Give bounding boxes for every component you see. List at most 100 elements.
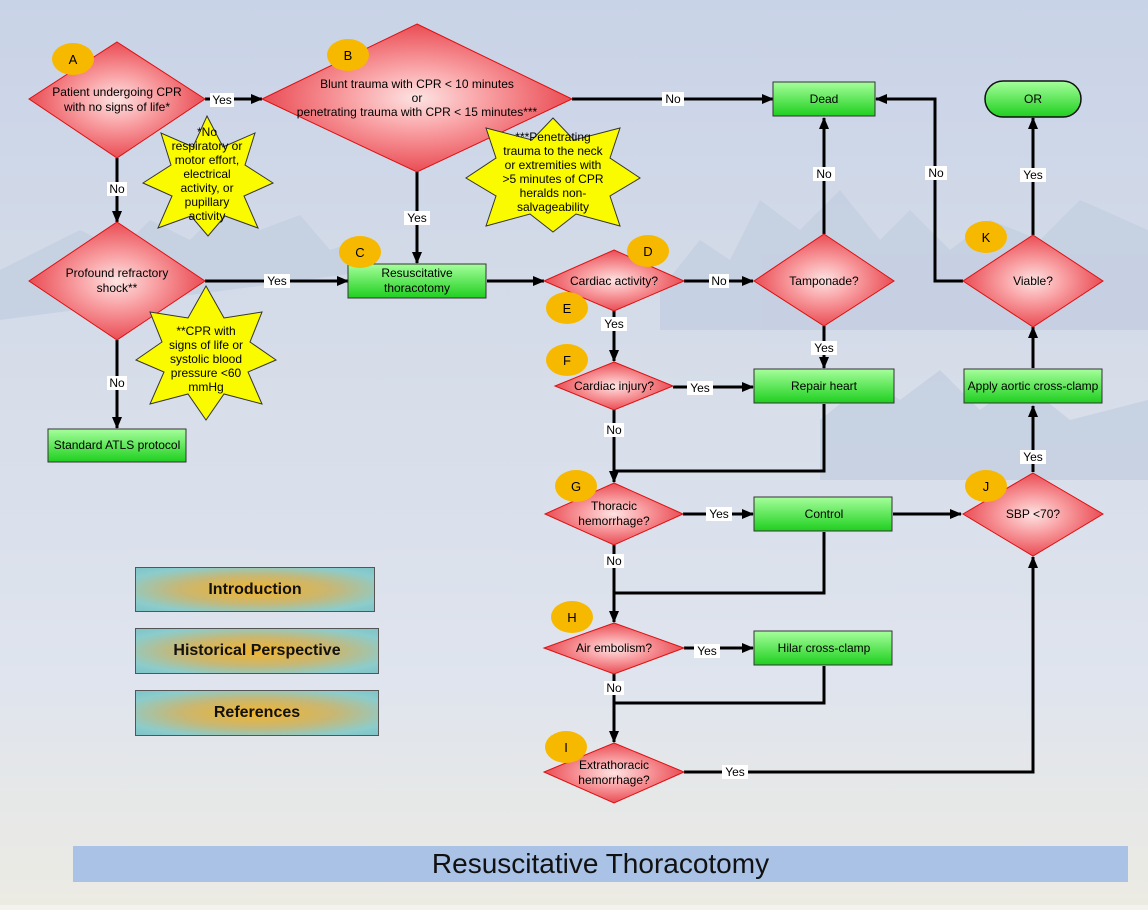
svg-text:>5 minutes of CPR: >5 minutes of CPR [502,172,603,186]
badge-b: B [327,39,369,71]
label-k-or-yes: Yes [1020,168,1046,182]
edge-k-dead [875,94,963,283]
svg-text:F: F [563,353,571,368]
svg-text:SBP <70?: SBP <70? [1006,507,1060,521]
label-f-g-no: No [604,423,624,437]
svg-text:No: No [606,681,622,695]
badge-a: A [52,43,94,75]
svg-text:Apply aortic cross-clamp: Apply aortic cross-clamp [968,379,1099,393]
badge-j: J [965,470,1007,502]
svg-text:Thoracic: Thoracic [591,499,637,513]
action-control[interactable]: Control [753,496,893,532]
svg-text:hemorrhage?: hemorrhage? [578,773,650,787]
label-f-repair-yes: Yes [687,381,713,395]
svg-text:Control: Control [805,507,844,521]
svg-text:***Penetrating: ***Penetrating [515,130,590,144]
svg-text:Yes: Yes [604,317,624,331]
action-aortic[interactable]: Apply aortic cross-clamp [963,368,1103,404]
badge-c: C [339,236,381,268]
decision-shock[interactable]: Profound refractory shock** [28,221,206,341]
label-shock-atls-no: No [107,376,127,390]
svg-text:Resuscitative: Resuscitative [381,266,453,280]
svg-text:*No: *No [197,125,217,139]
svg-text:Yes: Yes [1023,168,1043,182]
badge-k: K [965,221,1007,253]
svg-text:salvageability: salvageability [517,200,589,214]
badge-e: E [546,292,588,324]
badge-h: H [551,601,593,633]
svg-text:No: No [109,376,125,390]
action-dead[interactable]: Dead [772,81,876,117]
label-tamponade-repair-yes: Yes [811,341,837,355]
svg-text:Yes: Yes [690,381,710,395]
label-a-b-yes: Yes [210,93,234,107]
svg-text:No: No [816,167,832,181]
svg-text:A: A [69,52,78,67]
svg-text:respiratory or: respiratory or [172,139,243,153]
decision-a-line1: Patient undergoing CPR [52,85,182,99]
label-g-control-yes: Yes [706,507,732,521]
svg-text:Standard ATLS protocol: Standard ATLS protocol [54,438,181,452]
svg-text:B: B [344,48,353,63]
svg-text:Yes: Yes [709,507,729,521]
svg-text:No: No [665,92,681,106]
svg-text:Yes: Yes [267,274,287,288]
svg-text:Cardiac activity?: Cardiac activity? [570,274,658,288]
nav-historical-perspective-button[interactable]: Historical Perspective [135,628,379,674]
label-b-dead-no: No [662,92,684,106]
action-c[interactable]: Resuscitative thoracotomy [347,263,487,299]
note-star-3: ***Penetrating trauma to the neck or ext… [465,117,641,233]
badge-f: F [546,344,588,376]
page-title: Resuscitative Thoracotomy [73,846,1128,882]
label-a-shock-no: No [107,182,127,196]
note-star-2: **CPR with signs of life or systolic blo… [134,284,278,421]
action-hilar[interactable]: Hilar cross-clamp [753,630,893,666]
decision-tamponade[interactable]: Tamponade? [753,233,895,327]
svg-text:No: No [711,274,727,288]
edge-hilar-i [614,666,826,705]
svg-text:mmHg: mmHg [188,380,223,394]
svg-text:Yes: Yes [1023,450,1043,464]
svg-text:I: I [564,740,568,755]
svg-text:trauma to the neck: trauma to the neck [503,144,603,158]
label-d-f-yes: Yes [601,317,627,331]
label-k-dead-no: No [925,166,947,180]
edge-i-j [684,556,1038,774]
svg-text:electrical: electrical [183,167,230,181]
svg-text:No: No [109,182,125,196]
label-tamponade-dead-no: No [813,167,835,181]
badge-d: D [627,235,669,267]
terminal-or[interactable]: OR [984,80,1082,118]
svg-text:Viable?: Viable? [1013,274,1053,288]
svg-text:systolic blood: systolic blood [170,352,242,366]
nav-references-button[interactable]: References [135,690,379,736]
svg-text:Profound refractory: Profound refractory [66,266,169,280]
edge-repair-g [614,404,826,473]
svg-text:G: G [571,479,581,494]
decision-a-line2: with no signs of life* [63,100,170,114]
svg-text:pressure <60: pressure <60 [171,366,242,380]
svg-text:Extrathoracic: Extrathoracic [579,758,649,772]
decision-f[interactable]: Cardiac injury? [553,361,675,411]
svg-text:E: E [563,301,572,316]
svg-text:Hilar cross-clamp: Hilar cross-clamp [778,641,871,655]
svg-text:Dead: Dead [810,92,839,106]
svg-text:Blunt trauma with CPR < 10 min: Blunt trauma with CPR < 10 minutes [320,77,514,91]
label-h-hilar-yes: Yes [694,644,720,658]
nav-introduction-button[interactable]: Introduction [135,567,375,612]
label-shock-c-yes: Yes [264,274,290,288]
svg-text:J: J [983,479,990,494]
action-repair[interactable]: Repair heart [753,368,895,404]
label-b-c-yes: Yes [404,211,430,225]
svg-text:**CPR with: **CPR with [176,324,235,338]
svg-text:OR: OR [1024,92,1042,106]
action-atls[interactable]: Standard ATLS protocol [47,428,187,463]
svg-text:Air embolism?: Air embolism? [576,641,652,655]
svg-text:Tamponade?: Tamponade? [789,274,859,288]
svg-text:Yes: Yes [725,765,745,779]
decision-k[interactable]: Viable? [962,234,1104,328]
decision-h[interactable]: Air embolism? [542,622,686,675]
svg-text:penetrating trauma with CPR <: penetrating trauma with CPR < 15 minutes… [297,105,538,119]
svg-text:No: No [606,554,622,568]
